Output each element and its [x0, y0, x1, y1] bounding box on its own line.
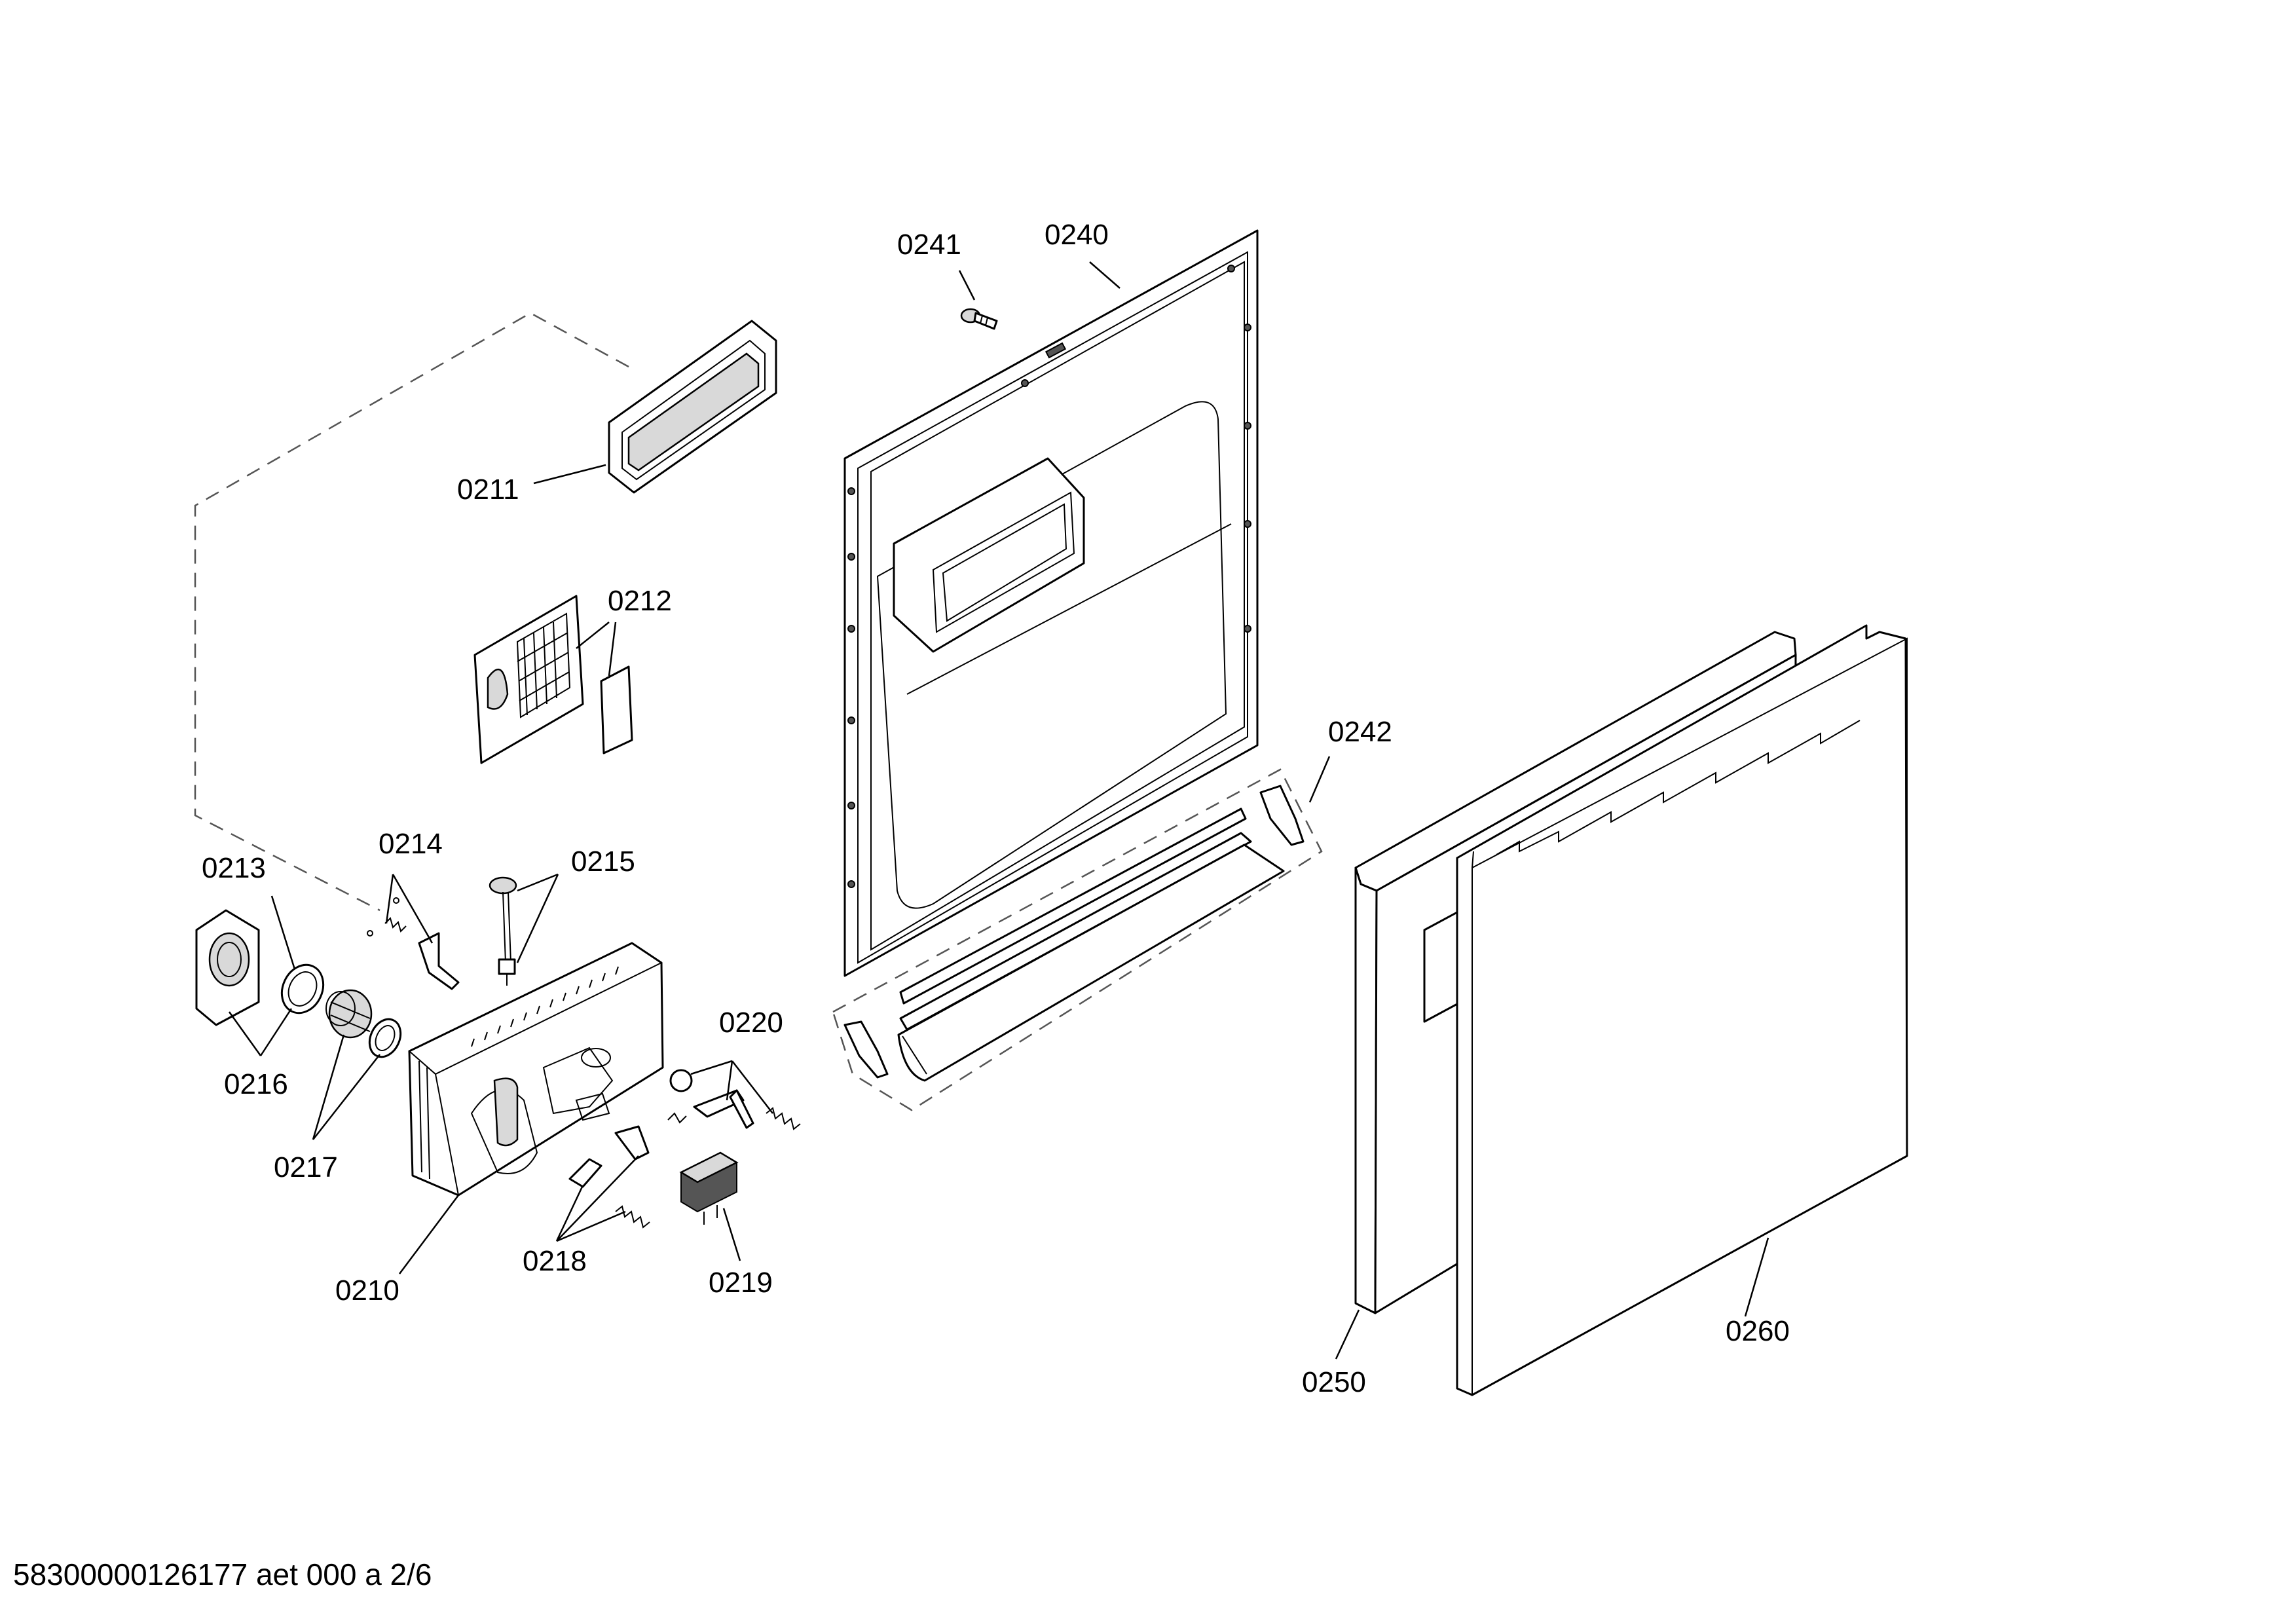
document-code: 58300000126177 aet 000 a 2/6: [13, 1557, 432, 1591]
label-0217: 0217: [274, 1151, 338, 1183]
label-0213: 0213: [202, 852, 266, 884]
label-0242: 0242: [1328, 716, 1392, 748]
label-0214: 0214: [379, 828, 443, 860]
gasket-frame: [608, 320, 777, 494]
label-0219: 0219: [709, 1267, 773, 1299]
leader-lines: [228, 261, 1769, 1360]
lever-set: [568, 1112, 687, 1229]
dosing-cap: [325, 989, 402, 1058]
label-0241: 0241: [897, 229, 961, 261]
part-labels: 0241 0240 0211 0212 0242 0214 0213 0215 …: [202, 219, 1790, 1398]
label-0210: 0210: [335, 1274, 399, 1307]
label-0218: 0218: [523, 1245, 587, 1277]
pin-rod: [489, 876, 517, 986]
seal-ring: [280, 963, 325, 1014]
label-0215: 0215: [571, 846, 635, 878]
dispenser-body: [408, 942, 664, 1197]
filter-insert: [473, 595, 633, 764]
assembly-group-outline: [194, 312, 629, 912]
dispenser-lid: [195, 909, 260, 1026]
label-0250: 0250: [1302, 1366, 1366, 1398]
spring-and-lever: [367, 897, 460, 990]
ball-lever-spring: [669, 1069, 801, 1130]
label-0216: 0216: [224, 1068, 288, 1100]
label-0220: 0220: [719, 1007, 783, 1039]
label-0260: 0260: [1726, 1315, 1790, 1347]
label-0240: 0240: [1045, 219, 1109, 251]
inner-door-panel: [843, 229, 1259, 977]
label-0212: 0212: [608, 585, 672, 617]
hinge-assembly: [843, 785, 1305, 1082]
hinge-group-outline: [832, 768, 1323, 1111]
switch-block: [679, 1151, 739, 1225]
screw-part: [960, 308, 998, 330]
decor-door-panel: [1456, 624, 1908, 1396]
label-0211: 0211: [457, 474, 519, 506]
